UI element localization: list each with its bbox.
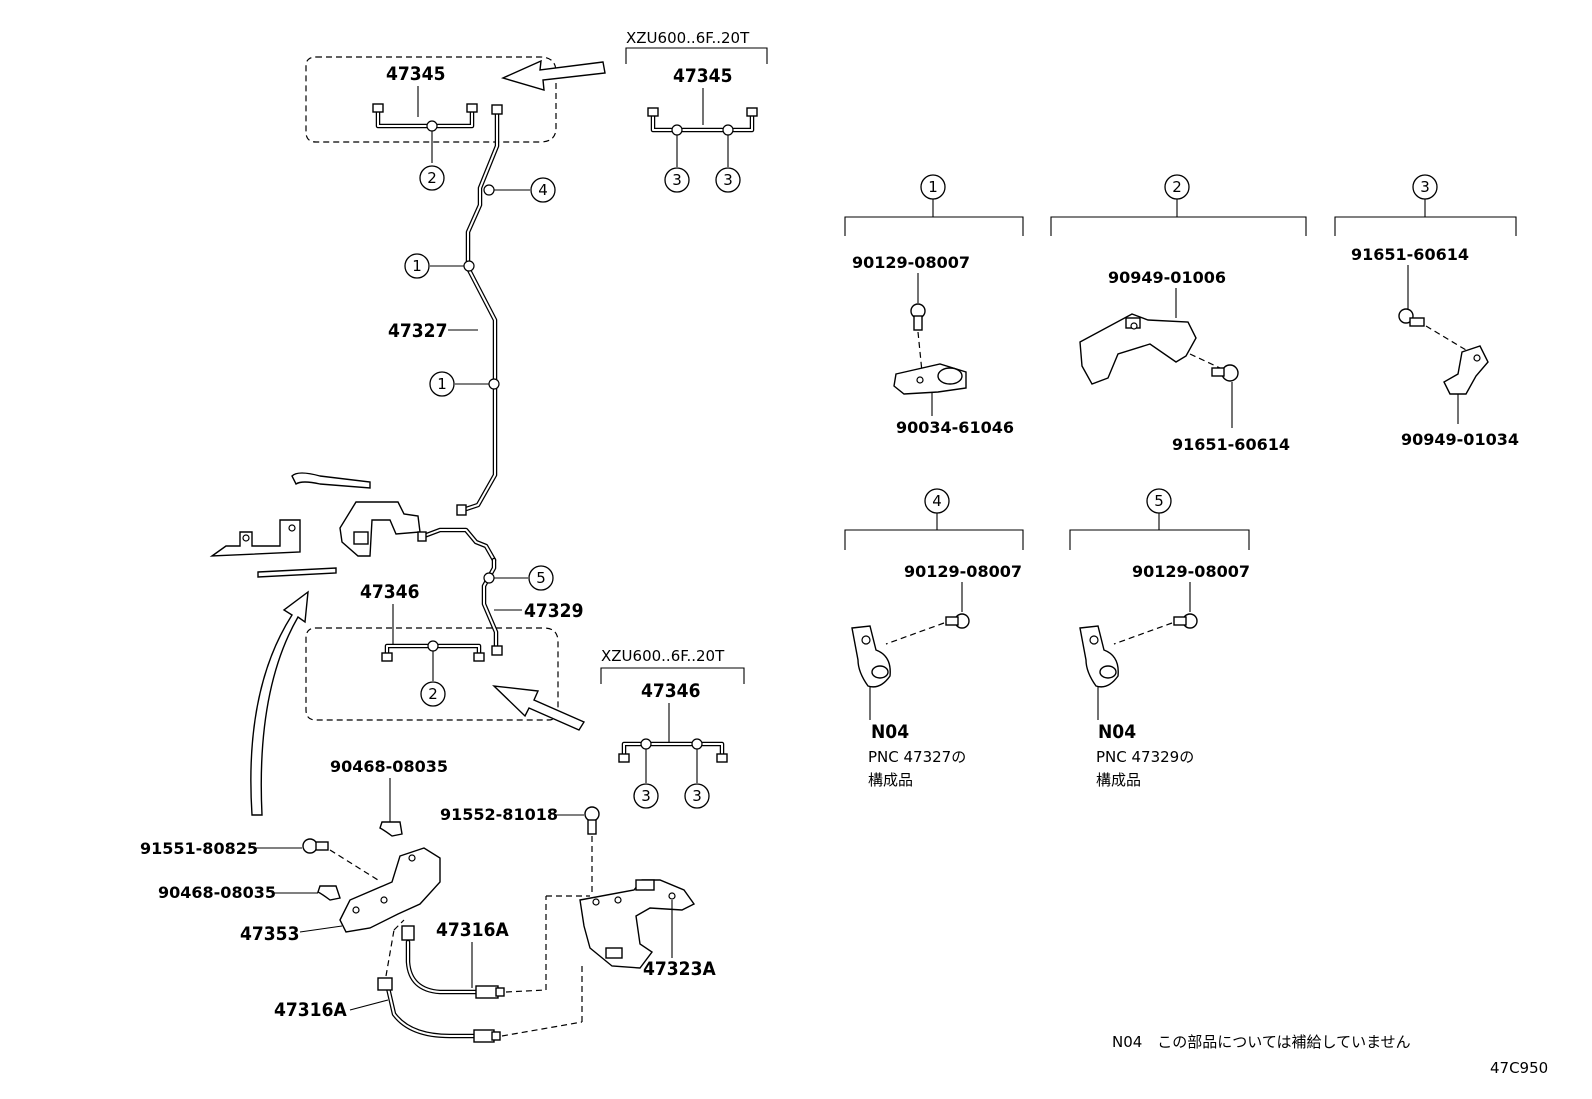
svg-text:3: 3 xyxy=(672,171,682,189)
part-47323A: 47323A xyxy=(643,958,716,980)
svg-text:90034-61046: 90034-61046 xyxy=(896,418,1014,437)
bracket-47353 xyxy=(339,847,441,933)
variant-part-47345: 47345 xyxy=(673,65,732,87)
svg-text:90949-01034: 90949-01034 xyxy=(1401,430,1519,449)
hose-47316A-lower xyxy=(377,977,501,1043)
svg-text:N04: N04 xyxy=(1098,721,1136,743)
group-5: 5 90129-08007 N04 PNC 47329の 構成品 xyxy=(1069,488,1250,789)
variant-tee-47346 xyxy=(618,738,728,763)
connector-pipe xyxy=(417,527,497,563)
svg-text:91651-60614: 91651-60614 xyxy=(1172,435,1290,454)
svg-text:90129-08007: 90129-08007 xyxy=(852,253,970,272)
arrow-to-47345 xyxy=(500,59,606,91)
pipe-47327 xyxy=(456,104,503,516)
svg-text:N04: N04 xyxy=(871,721,909,743)
svg-text:構成品: 構成品 xyxy=(1096,771,1141,789)
svg-text:5: 5 xyxy=(1154,492,1164,510)
svg-text:1: 1 xyxy=(437,375,447,393)
part-90468-08035-bottom: 90468-08035 xyxy=(158,883,276,902)
group-1: 1 90129-08007 90034-61046 xyxy=(844,174,1024,437)
tee-pipe-47346 xyxy=(381,640,503,662)
figure-code: 47C950 xyxy=(1490,1059,1548,1077)
variant-part-47346: 47346 xyxy=(641,680,700,702)
part-91552-81018: 91552-81018 xyxy=(440,805,558,824)
svg-text:3: 3 xyxy=(692,787,702,805)
callout-2-top xyxy=(419,165,445,191)
clip-90468-top xyxy=(379,821,403,837)
pipe-47329 xyxy=(481,557,499,651)
group-2: 2 90949-01006 91651-60614 xyxy=(1050,174,1307,454)
bracket-component xyxy=(339,501,421,557)
variant-label-bottom: XZU600..6F..20T xyxy=(601,647,725,665)
svg-text:PNC 47329の: PNC 47329の xyxy=(1096,748,1194,766)
box-47346 xyxy=(305,627,559,721)
hose-47316A-upper xyxy=(401,925,505,999)
svg-text:3: 3 xyxy=(1420,178,1430,196)
part-91551-80825: 91551-80825 xyxy=(140,839,258,858)
footnote: N04 この部品については補給していません xyxy=(1112,1033,1411,1051)
arrow-to-47346 xyxy=(492,685,586,731)
variant-label-top: XZU600..6F..20T xyxy=(626,29,750,47)
bracket-47323A xyxy=(579,879,696,969)
svg-text:91651-60614: 91651-60614 xyxy=(1351,245,1469,264)
bolt-91551 xyxy=(302,838,329,854)
svg-text:2: 2 xyxy=(1172,178,1182,196)
svg-text:4: 4 xyxy=(932,492,942,510)
part-47316A-lower: 47316A xyxy=(274,999,347,1021)
svg-text:90949-01006: 90949-01006 xyxy=(1108,268,1226,287)
part-47316A-upper: 47316A xyxy=(436,919,509,941)
svg-text:構成品: 構成品 xyxy=(868,771,913,789)
group-4: 4 90129-08007 N04 PNC 47327の 構成品 xyxy=(844,488,1024,789)
hose-component xyxy=(291,472,371,489)
svg-text:2: 2 xyxy=(428,685,438,703)
svg-text:PNC 47327の: PNC 47327の xyxy=(868,748,966,766)
svg-text:3: 3 xyxy=(641,787,651,805)
svg-text:90129-08007: 90129-08007 xyxy=(904,562,1022,581)
svg-text:2: 2 xyxy=(427,169,437,187)
svg-text:1: 1 xyxy=(928,178,938,196)
rod-component xyxy=(257,567,337,578)
svg-text:5: 5 xyxy=(536,569,546,587)
svg-text:4: 4 xyxy=(538,181,548,199)
box-47345 xyxy=(305,56,557,143)
svg-text:90129-08007: 90129-08007 xyxy=(1132,562,1250,581)
part-47346: 47346 xyxy=(360,581,419,603)
part-90468-08035-top: 90468-08035 xyxy=(330,757,448,776)
part-47345: 47345 xyxy=(386,63,445,85)
group-3: 3 91651-60614 90949-01034 xyxy=(1334,174,1519,449)
bolt-91552 xyxy=(584,806,600,835)
part-47329: 47329 xyxy=(524,600,583,622)
clip-90468-bottom xyxy=(317,885,341,901)
svg-text:1: 1 xyxy=(412,257,422,275)
tee-pipe-47345 xyxy=(372,103,478,132)
mount-plate-component xyxy=(209,519,301,557)
part-47327: 47327 xyxy=(388,320,447,342)
long-arrow-up xyxy=(250,590,309,816)
part-47353: 47353 xyxy=(240,923,299,945)
svg-text:3: 3 xyxy=(723,171,733,189)
